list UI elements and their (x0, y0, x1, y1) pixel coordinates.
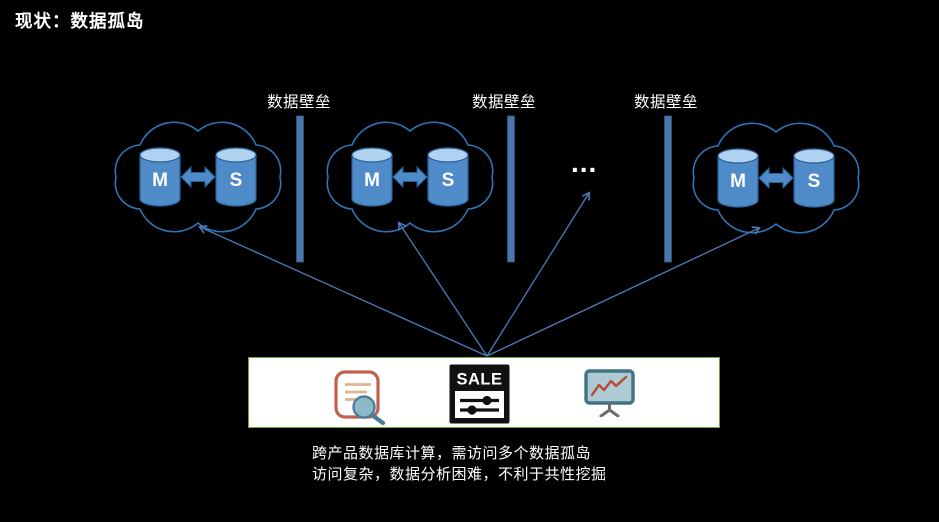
barrier-bar-1 (296, 115, 304, 263)
slave-label: S (808, 171, 821, 192)
db-cylinder-master (351, 147, 393, 207)
more-clusters-ellipsis: ... (571, 147, 598, 178)
db-cylinder-slave (427, 147, 469, 207)
cloud-cluster-3: M S (692, 122, 860, 234)
cloud-cluster-2: M S (326, 121, 494, 233)
barrier-bar-2 (507, 115, 515, 263)
sync-arrow-icon (392, 165, 428, 189)
connector-arrow-4 (486, 226, 761, 357)
connector-arrow-3 (486, 191, 591, 357)
master-label: M (730, 171, 746, 192)
sale-label: SALE (456, 371, 502, 389)
connector-arrow-2 (397, 221, 488, 357)
caption: 跨产品数据库计算，需访问多个数据孤岛 访问复杂，数据分析困难，不利于共性挖掘 (312, 443, 607, 485)
db-cylinder-slave (793, 148, 835, 208)
report-search-icon (334, 370, 386, 426)
apps-hub-box: SALE (248, 357, 720, 428)
barrier-label-2: 数据壁垒 (471, 94, 536, 111)
barrier-label-3: 数据壁垒 (633, 94, 698, 111)
slave-label: S (230, 170, 243, 191)
barrier-bar-3 (664, 115, 672, 263)
master-label: M (364, 170, 380, 191)
presentation-chart-icon (584, 369, 635, 417)
slave-label: S (442, 170, 455, 191)
sale-sliders-icon: SALE (449, 364, 510, 424)
db-cylinder-master (717, 148, 759, 208)
caption-line-1: 跨产品数据库计算，需访问多个数据孤岛 (312, 445, 592, 462)
sync-arrow-icon (758, 166, 794, 190)
master-label: M (152, 170, 168, 191)
connector-arrow-1 (198, 225, 488, 357)
barrier-label-1: 数据壁垒 (266, 94, 331, 111)
cloud-cluster-1: M S (114, 121, 282, 233)
caption-line-2: 访问复杂，数据分析困难，不利于共性挖掘 (312, 466, 607, 483)
db-cylinder-master (139, 147, 181, 207)
sync-arrow-icon (180, 165, 216, 189)
page-title: 现状：数据孤岛 (15, 11, 145, 31)
db-cylinder-slave (215, 147, 257, 207)
